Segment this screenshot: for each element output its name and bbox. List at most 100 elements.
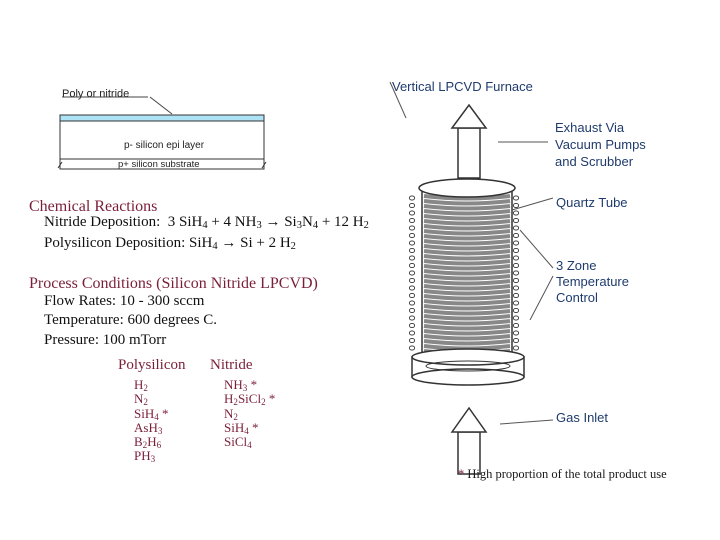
- heater-bead: [408, 217, 416, 224]
- polysilicon-deposition-equation: Polysilicon Deposition: SiH4 → Si + 2 H2: [44, 235, 296, 252]
- heater-bead: [408, 202, 416, 209]
- polysilicon-header: Polysilicon: [118, 357, 186, 373]
- heater-bead: [512, 330, 520, 336]
- heater-bead: [512, 195, 520, 201]
- heater-bead: [408, 300, 416, 306]
- footnote-star: *: [458, 467, 465, 481]
- heater-bead: [512, 285, 520, 291]
- furnace-coil: [423, 319, 511, 326]
- heater-bead: [512, 322, 520, 329]
- heater-bead: [408, 270, 416, 276]
- heater-bead: [408, 210, 416, 216]
- heater-bead: [512, 277, 520, 284]
- gas-sih4: SiH4 *: [134, 405, 169, 422]
- furnace-coil: [423, 279, 511, 286]
- exhaust-line-3: and Scrubber: [555, 154, 634, 169]
- furnace-coil: [423, 209, 511, 216]
- chemical-reactions-heading: Chemical Reactions: [29, 198, 158, 215]
- furnace-coil: [423, 194, 511, 201]
- heater-bead: [512, 337, 520, 344]
- gas-sicl4: SiCl4: [224, 434, 252, 451]
- heater-bead: [408, 337, 416, 344]
- flow-rates-line: Flow Rates: 10 - 300 sccm: [44, 293, 205, 309]
- furnace-coil: [423, 234, 511, 241]
- gas-ash3: AsH3: [134, 419, 163, 436]
- gas-sih4-nitride: SiH4 *: [224, 419, 259, 436]
- heater-bead: [512, 202, 520, 209]
- quartz-tube-label: Quartz Tube: [556, 195, 628, 210]
- furnace-coil: [423, 229, 511, 236]
- heater-bead: [408, 292, 416, 299]
- process-conditions-heading: Process Conditions (Silicon Nitride LPCV…: [29, 275, 318, 292]
- furnace-coil: [423, 259, 511, 266]
- furnace-coil: [423, 219, 511, 226]
- heater-bead: [512, 225, 520, 231]
- gas-inlet-label: Gas Inlet: [556, 410, 609, 425]
- heater-bead: [408, 322, 416, 329]
- furnace-coil: [423, 329, 511, 336]
- furnace-coil: [423, 239, 511, 246]
- heater-bead: [408, 330, 416, 336]
- heater-bead: [512, 315, 520, 321]
- furnace-coil: [423, 244, 511, 251]
- furnace-coil: [423, 264, 511, 271]
- gas-nh3: NH3 *: [224, 377, 258, 393]
- nitride-deposition-equation: Nitride Deposition: 3 SiH4 + 4 NH3 → Si3…: [44, 214, 369, 231]
- furnace-coil: [423, 254, 511, 261]
- footnote-text: High proportion of the total product use: [467, 467, 667, 481]
- heater-bead: [408, 315, 416, 321]
- furnace-coil: [423, 339, 511, 346]
- heater-bead: [408, 225, 416, 231]
- temperature-line: Temperature: 600 degrees C.: [44, 312, 218, 328]
- heater-bead: [512, 255, 520, 261]
- heater-bead: [512, 232, 520, 239]
- gas-h2: H2: [134, 377, 148, 393]
- heater-bead: [512, 247, 520, 254]
- heater-bead: [408, 307, 416, 314]
- heater-bead: [408, 232, 416, 239]
- pressure-line: Pressure: 100 mTorr: [44, 332, 167, 348]
- heater-bead: [512, 270, 520, 276]
- heater-bead: [408, 195, 416, 201]
- furnace-coil: [423, 334, 511, 341]
- substrate-label: p+ silicon substrate: [118, 159, 200, 170]
- furnace-coil: [423, 224, 511, 231]
- heater-bead: [408, 240, 416, 246]
- gas-h2sicl2: H2SiCl2 *: [224, 391, 276, 408]
- furnace-coil: [423, 199, 511, 206]
- heater-bead: [512, 292, 520, 299]
- exhaust-line-2: Vacuum Pumps: [555, 137, 646, 152]
- epi-layer-label: p- silicon epi layer: [124, 140, 205, 151]
- nitride-deposition-prefix: Nitride Deposition:: [44, 214, 161, 230]
- gas-n2-nitride: N2: [224, 405, 238, 422]
- furnace-title: Vertical LPCVD Furnace: [392, 79, 533, 94]
- polysilicon-deposition-prefix: Polysilicon Deposition:: [44, 235, 186, 251]
- furnace-coil: [423, 324, 511, 331]
- heater-bead: [408, 247, 416, 254]
- heater-bead: [408, 277, 416, 284]
- gas-n2: N2: [134, 391, 148, 408]
- furnace-coil: [423, 299, 511, 306]
- zone-control-label: 3 Zone Temperature Control: [556, 258, 629, 306]
- furnace-coil: [423, 289, 511, 296]
- heater-bead: [512, 345, 520, 351]
- heater-bead: [408, 255, 416, 261]
- heater-bead: [512, 307, 520, 314]
- furnace-coil: [423, 249, 511, 256]
- zone-line-3: Control: [556, 290, 598, 305]
- furnace-coil: [423, 309, 511, 316]
- zone-line-2: Temperature: [556, 274, 629, 289]
- heater-bead: [512, 262, 520, 269]
- furnace-coil: [423, 294, 511, 301]
- heater-bead: [408, 262, 416, 269]
- gas-b2h6: B2H6: [134, 434, 162, 451]
- furnace-coil: [423, 314, 511, 321]
- heater-bead: [512, 240, 520, 246]
- heater-bead: [512, 210, 520, 216]
- furnace-coil: [423, 304, 511, 311]
- polysilicon-gas-list: H2 N2 SiH4 * AsH3 B2H6 PH3: [134, 377, 169, 464]
- furnace-coil: [423, 204, 511, 211]
- heater-bead: [512, 217, 520, 224]
- footnote: * High proportion of the total product u…: [458, 467, 667, 482]
